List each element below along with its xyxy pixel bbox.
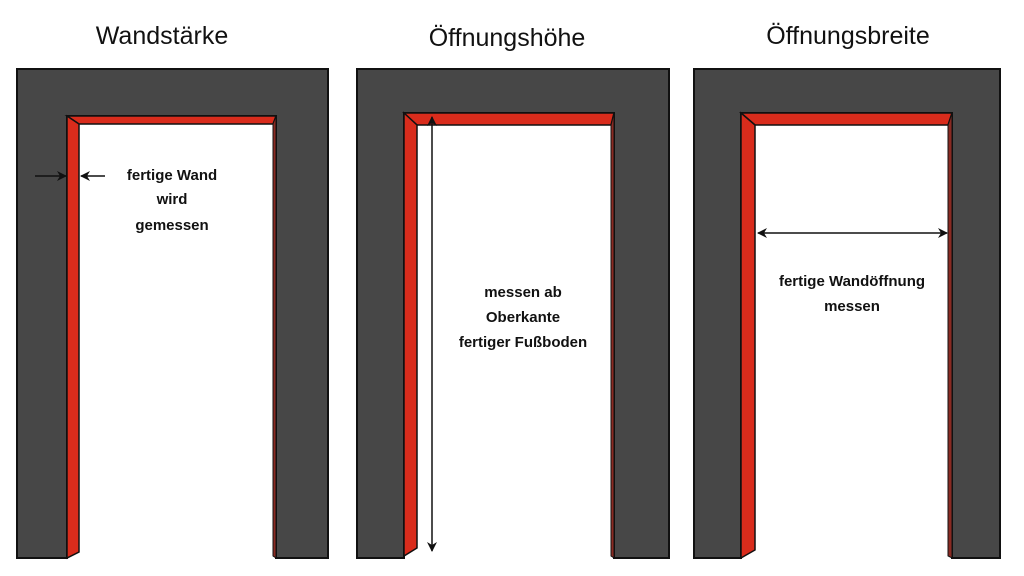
panel-opening-height: Öffnungshöhe messen ab Oberkante fertige… bbox=[356, 24, 670, 559]
frame-right-jamb bbox=[610, 112, 615, 559]
label-line: wird bbox=[156, 191, 188, 208]
frame-left-jamb bbox=[740, 111, 756, 560]
label-line: messen ab bbox=[484, 284, 562, 301]
label-line: fertige Wand bbox=[127, 167, 217, 184]
frame-top bbox=[738, 112, 954, 126]
frame-top bbox=[64, 115, 278, 125]
panel-title: Öffnungsbreite bbox=[766, 22, 930, 50]
panel-wall-thickness: Wandstärke fertige Wand wird gemessen bbox=[16, 22, 329, 560]
frame-left-jamb bbox=[403, 111, 418, 558]
panel-opening-width: Öffnungsbreite fertige Wandöffnung messe… bbox=[693, 22, 1001, 560]
panel-title: Wandstärke bbox=[96, 22, 228, 50]
label-line: Oberkante bbox=[486, 309, 560, 326]
frame-left-jamb bbox=[66, 114, 80, 560]
frame-top bbox=[402, 112, 615, 126]
label-line: messen bbox=[824, 298, 880, 315]
label-line: fertige Wandöffnung bbox=[779, 273, 925, 290]
frame-right-jamb bbox=[947, 112, 953, 559]
label-line: gemessen bbox=[135, 217, 208, 234]
label-line: fertiger Fußboden bbox=[459, 334, 587, 351]
panel-title: Öffnungshöhe bbox=[429, 24, 586, 52]
frame-right-jamb bbox=[272, 115, 277, 559]
wall bbox=[16, 68, 329, 559]
